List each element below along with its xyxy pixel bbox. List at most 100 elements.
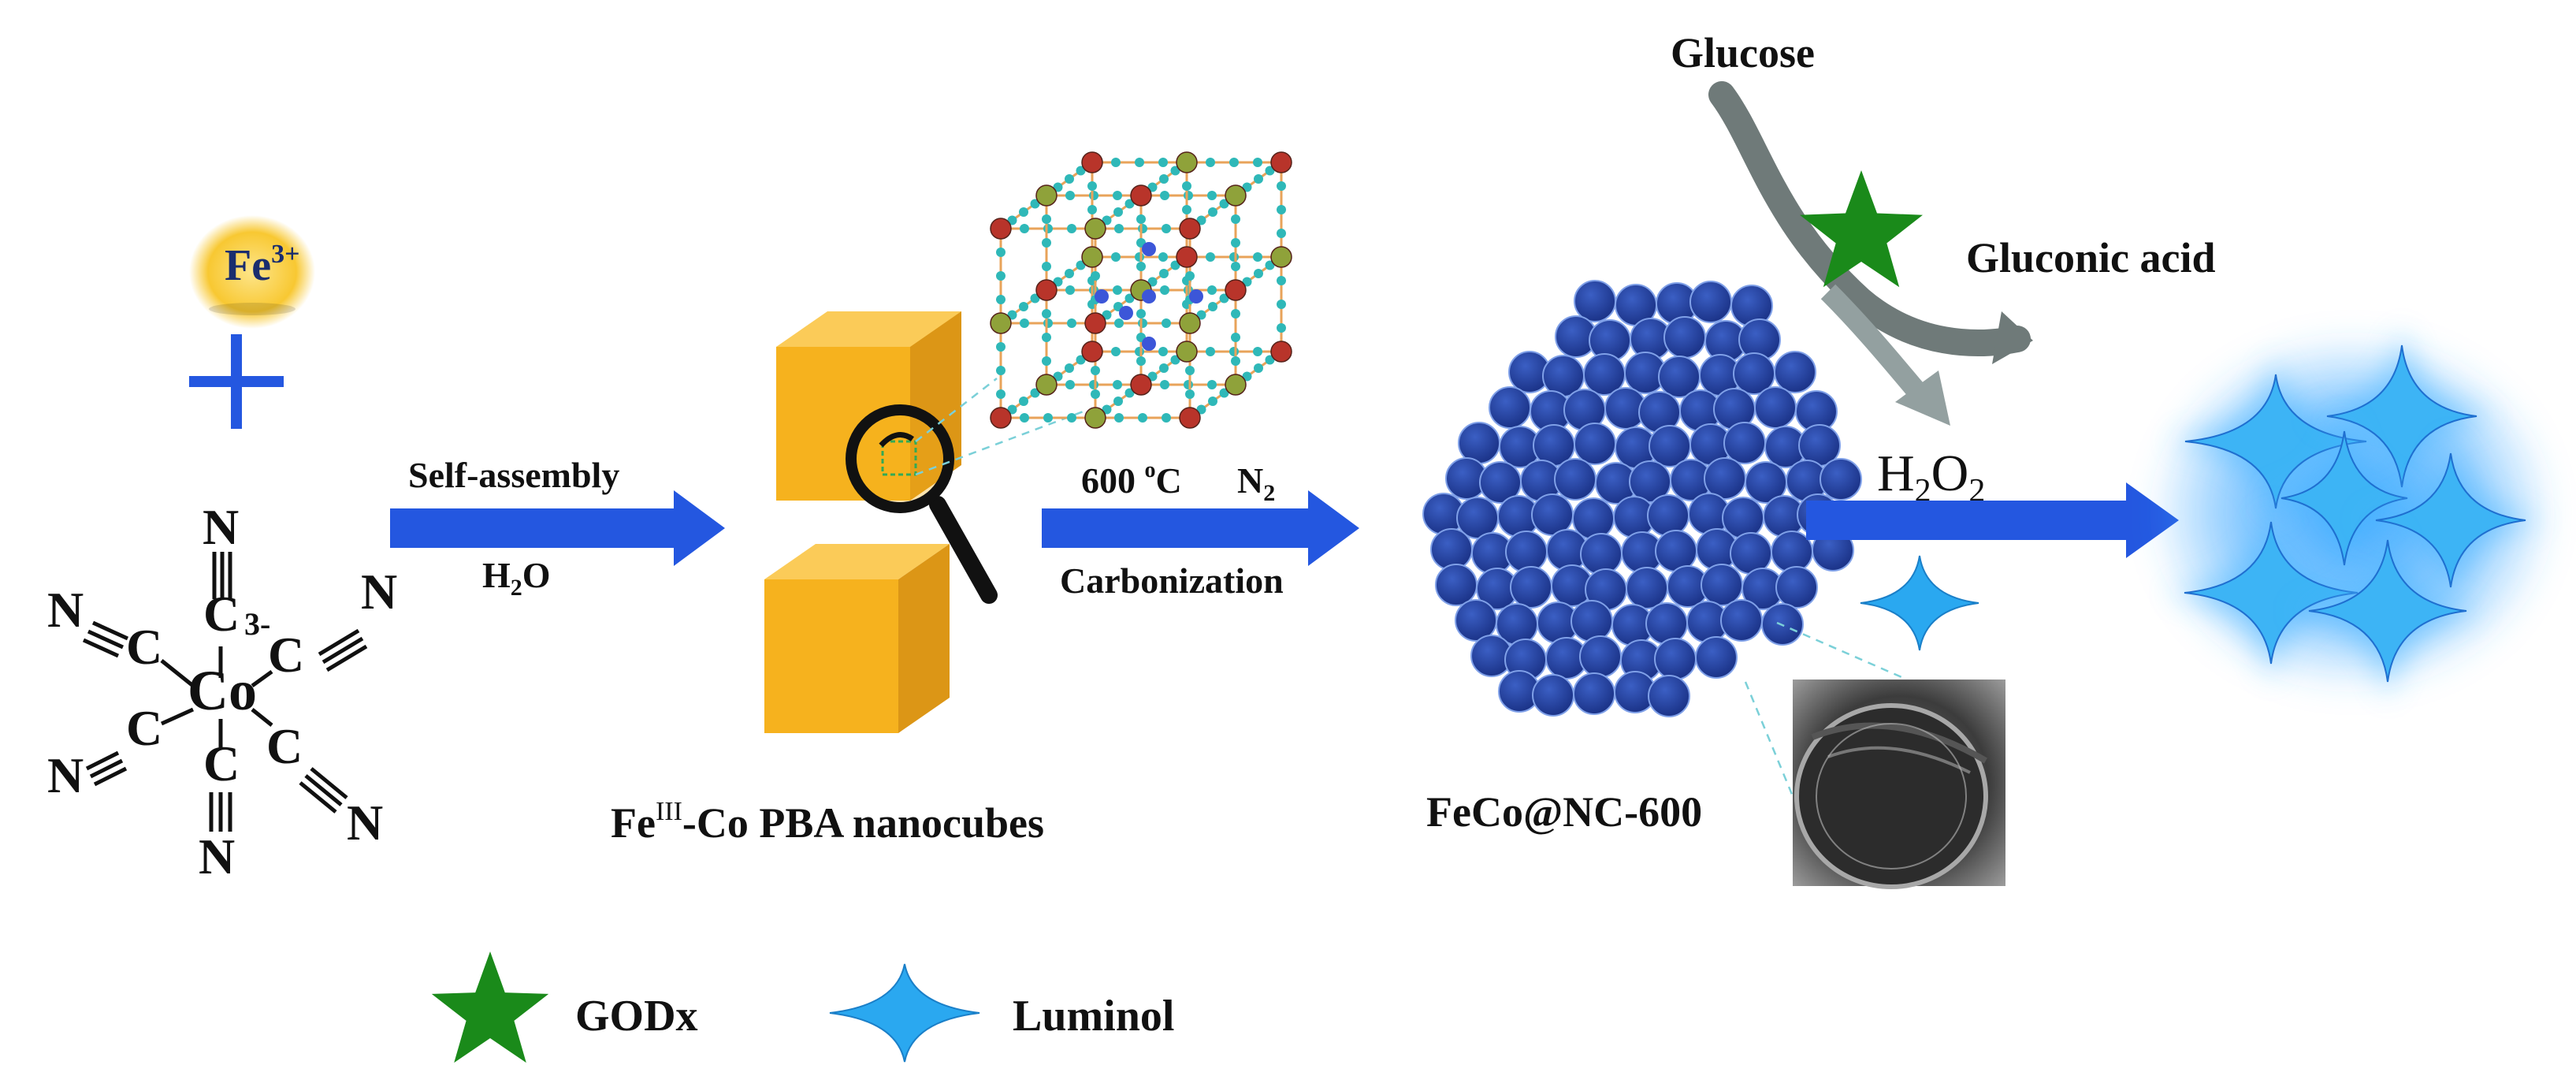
lattice-cn-atom [1206,252,1215,262]
lattice-cn-atom [1091,366,1100,375]
feco-nc-label: FeCo@NC-600 [1426,788,1702,836]
water-label: H2O [482,555,551,601]
lattice-cn-atom [1042,356,1051,366]
lattice-cn-atom [1091,271,1100,281]
carbon-particle [1723,422,1766,464]
plus-sign [189,334,284,429]
lattice-cn-atom [1113,397,1123,406]
lattice-metal-atom [1035,184,1058,207]
lattice-cn-atom [1136,214,1146,224]
lattice-metal-atom [1084,218,1106,240]
ligand-n-right-top: N [361,564,397,620]
lattice-cn-atom [1043,318,1053,328]
lattice-cn-atom [996,366,1005,375]
lattice-cn-atom [1111,158,1121,167]
legend-luminol-label: Luminol [1013,992,1174,1041]
lattice-cn-atom [1087,181,1097,191]
lattice-cn-atom [1065,174,1074,184]
tem-image-inset [1744,621,2005,889]
lattice-metal-atom [1035,374,1058,396]
carbon-particle [1532,674,1574,717]
lattice-metal-atom [1035,279,1058,301]
lattice-cn-atom [1135,347,1144,356]
carbon-particle [1510,566,1552,609]
lattice-metal-atom [1130,184,1152,207]
lattice-cn-atom [1207,191,1217,200]
lattice-cn-atom [1231,214,1240,224]
lattice-cn-atom [1135,252,1144,262]
lattice-cn-atom [1253,347,1262,356]
glow-sparkle-3 [2280,430,2408,566]
ligand-n-bottom: N [199,828,235,884]
carbon-particle [1571,600,1613,642]
lattice-cn-atom [1111,252,1121,262]
lattice-cn-atom [1065,285,1075,295]
lattice-cn-atom [1162,413,1171,423]
lattice-cn-atom [1207,380,1217,389]
ligand-c-bottom: C [203,735,240,791]
gluconic-acid-label: Gluconic acid [1966,234,2216,281]
nitrogen-label: N2 [1237,460,1275,506]
self-assembly-label: Self-assembly [408,455,619,495]
pba-crystal-lattice [990,151,1292,429]
lattice-cn-atom [1042,214,1051,224]
lattice-cn-atom [1231,356,1240,366]
lattice-cn-atom [1158,158,1168,167]
lattice-cn-atom [996,248,1005,257]
lattice-metal-atom [1225,374,1247,396]
lattice-cn-atom [1277,323,1286,333]
lattice-cn-atom [1182,181,1191,191]
lattice-cn-atom [1065,363,1074,373]
fe-ion-label: Fe3+ [225,240,299,290]
luminol-sparkle-reaction-icon [1860,555,1979,651]
lattice-cn-atom [1208,207,1217,217]
lattice-cn-atom [1162,224,1171,233]
carbon-particle [1505,531,1548,573]
carbon-particle [1574,423,1616,465]
lattice-cn-atom [1136,356,1146,366]
carbon-particle [1580,533,1623,575]
lattice-cn-atom [1277,205,1286,214]
lattice-cn-atom [1114,413,1124,423]
blue-sparkle-icon [829,963,980,1063]
lattice-cn-atom [1254,269,1263,278]
lattice-metal-atom [1225,184,1247,207]
lattice-metal-atom [1081,246,1103,268]
ligand-c-right-top: C [268,627,304,683]
lattice-cn-atom [1231,333,1240,342]
lattice-metal-atom [1225,279,1247,301]
ligand-c-right-bottom: C [266,718,303,774]
gray-reaction-arrows [1708,81,2033,426]
carbon-particle [1701,564,1743,606]
ligand-c-left-top: C [126,619,162,675]
carbon-particle [1626,567,1668,609]
lattice-cn-atom [1019,302,1028,311]
lattice-cn-atom [1162,318,1171,328]
lattice-cn-atom [1020,224,1029,233]
lattice-cn-atom [1089,191,1098,200]
glow-sparkle-5 [2184,521,2359,665]
carbonization-arrow [1042,490,1359,566]
carbon-particle [1774,351,1816,393]
lattice-metal-atom [1176,341,1198,363]
lattice-cn-atom [1138,413,1147,423]
lattice-metal-atom [1176,151,1198,173]
lattice-cn-atom [1254,174,1263,184]
carbon-particle [1489,386,1531,429]
carbon-particle [1554,458,1597,501]
legend-godx-label: GODx [575,992,698,1041]
lattice-interstitial-atom [1142,289,1156,303]
lattice-cn-atom [1136,262,1146,271]
chemiluminescence-arrow [1806,482,2179,558]
lattice-cn-atom [1020,413,1029,423]
lattice-cn-atom [1160,285,1169,295]
lattice-cn-atom [1277,181,1286,191]
lattice-cn-atom [1160,380,1169,389]
lattice-cn-atom [1229,347,1239,356]
lattice-cn-atom [1113,207,1123,217]
lattice-metal-atom [990,312,1012,334]
lattice-cn-atom [1113,380,1122,389]
glowing-luminol-sparkles [2165,326,2545,702]
lattice-cn-atom [1158,252,1168,262]
lattice-cn-atom [1113,191,1122,200]
